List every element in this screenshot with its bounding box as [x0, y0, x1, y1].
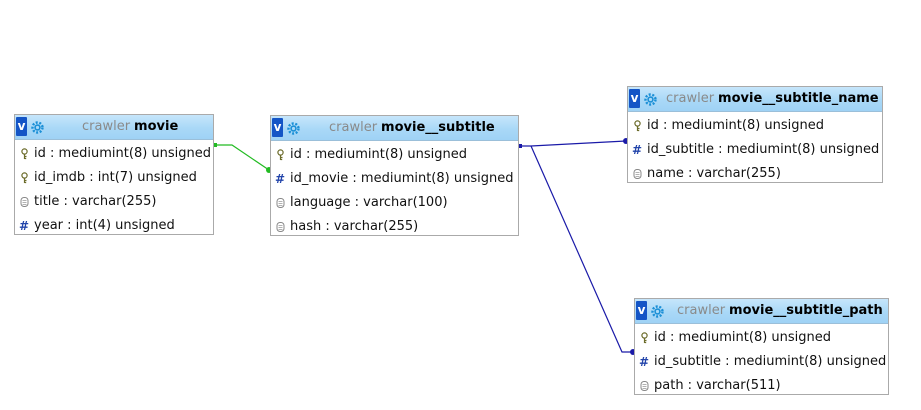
toggle-v-icon[interactable]: v	[272, 118, 283, 137]
column-row[interactable]: language : varchar(100)	[271, 191, 518, 215]
column-text: path : varchar(511)	[654, 378, 781, 393]
column-text: id_movie : mediumint(8) unsigned	[290, 171, 514, 186]
hash-icon: #	[639, 355, 650, 369]
column-row[interactable]: id : mediumint(8) unsigned	[15, 142, 213, 166]
text-column-icon	[276, 222, 285, 232]
column-row[interactable]: hash : varchar(255)	[271, 215, 518, 239]
column-text: year : int(4) unsigned	[34, 218, 175, 233]
text-column-icon	[276, 198, 285, 208]
hash-icon: #	[19, 219, 30, 233]
relation-subtitle-to-name[interactable]	[518, 138, 629, 148]
column-row[interactable]: id : mediumint(8) unsigned	[271, 143, 518, 167]
column-row[interactable]: id_imdb : int(7) unsigned	[15, 166, 213, 190]
column-text: hash : varchar(255)	[290, 219, 419, 234]
gear-icon[interactable]	[287, 122, 300, 135]
hash-icon: #	[275, 172, 286, 186]
toggle-v-icon[interactable]: v	[16, 117, 27, 136]
gear-icon[interactable]	[644, 93, 657, 106]
column-text: title : varchar(255)	[34, 194, 157, 209]
toggle-v-icon[interactable]: v	[636, 301, 647, 320]
key-icon	[21, 172, 28, 184]
column-text: id_imdb : int(7) unsigned	[34, 170, 197, 185]
column-text: id : mediumint(8) unsigned	[654, 330, 832, 345]
database-name: crawler	[329, 120, 378, 135]
column-row[interactable]: title : varchar(255)	[15, 190, 213, 214]
table-name: movie	[134, 119, 179, 134]
column-row[interactable]: id : mediumint(8) unsigned	[628, 114, 882, 138]
column-text: name : varchar(255)	[647, 166, 781, 181]
table-name: movie__subtitle_name	[718, 91, 879, 106]
column-row[interactable]: # id_subtitle : mediumint(8) unsigned	[635, 350, 888, 374]
hash-icon: #	[632, 143, 643, 157]
column-row[interactable]: # year : int(4) unsigned	[15, 214, 213, 238]
database-name: crawler	[82, 119, 131, 134]
column-row[interactable]: name : varchar(255)	[628, 162, 882, 186]
key-icon	[641, 332, 648, 344]
text-column-icon	[640, 381, 649, 391]
key-icon	[634, 120, 641, 132]
key-icon	[21, 148, 28, 160]
database-name: crawler	[666, 91, 715, 106]
column-row[interactable]: # id_subtitle : mediumint(8) unsigned	[628, 138, 882, 162]
relation-subtitle-to-path[interactable]	[530, 145, 636, 355]
relation-movie-to-subtitle[interactable]	[213, 143, 272, 173]
column-text: id_subtitle : mediumint(8) unsigned	[647, 142, 880, 157]
text-column-icon	[20, 197, 29, 207]
database-name: crawler	[677, 303, 726, 318]
table-name: movie__subtitle_path	[729, 303, 883, 318]
table-name: movie__subtitle	[381, 120, 495, 135]
key-icon	[277, 149, 284, 161]
column-row[interactable]: id : mediumint(8) unsigned	[635, 326, 888, 350]
toggle-v-icon[interactable]: v	[629, 89, 640, 108]
gear-icon[interactable]	[651, 305, 664, 318]
column-text: id : mediumint(8) unsigned	[34, 146, 212, 161]
text-column-icon	[633, 169, 642, 179]
column-text: id : mediumint(8) unsigned	[647, 118, 825, 133]
gear-icon[interactable]	[31, 121, 44, 134]
column-row[interactable]: # id_movie : mediumint(8) unsigned	[271, 167, 518, 191]
column-text: language : varchar(100)	[290, 195, 448, 210]
column-text: id : mediumint(8) unsigned	[290, 147, 468, 162]
column-text: id_subtitle : mediumint(8) unsigned	[654, 354, 887, 369]
column-row[interactable]: path : varchar(511)	[635, 374, 888, 398]
